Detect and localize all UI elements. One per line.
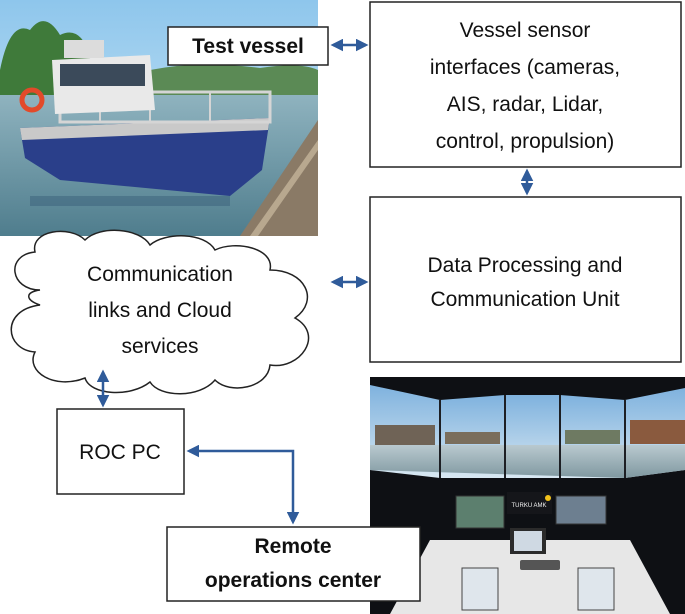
cloud-line-3: services [121,335,198,358]
data-processing-line-2: Communication Unit [430,288,619,311]
cloud-line-1: Communication [87,263,233,286]
sensor-interfaces-line-2: interfaces (cameras, [430,56,620,79]
data-processing-line-1: Data Processing and [428,254,623,277]
cloud-shape [10,229,310,395]
sensor-interfaces-line-3: AIS, radar, Lidar, [447,93,603,116]
cloud-node: Communication links and Cloud services [10,229,310,395]
data-processing-node: Data Processing and Communication Unit [369,196,682,363]
test-vessel-label: Test vessel [192,35,304,58]
sensor-interfaces-line-1: Vessel sensor [460,19,591,42]
arrow-roc-pc-to-remote-center [186,444,300,525]
remote-center-line-2: operations center [205,569,381,592]
cloud-line-2: links and Cloud [88,299,232,322]
roc-pc-node: ROC PC [56,408,185,495]
sensor-interfaces-line-4: control, propulsion) [436,130,615,153]
roc-sign-text: TURKU AMK [511,503,546,509]
remote-operations-room-photo: TURKU AMK [370,377,685,614]
arrows [96,38,534,525]
remote-operations-center-node: Remote operations center [166,526,421,602]
test-vessel-node: Test vessel [167,26,329,66]
remote-center-line-1: Remote [254,535,331,558]
roc-pc-label: ROC PC [79,441,161,464]
sensor-interfaces-node: Vessel sensor interfaces (cameras, AIS, … [369,1,682,168]
